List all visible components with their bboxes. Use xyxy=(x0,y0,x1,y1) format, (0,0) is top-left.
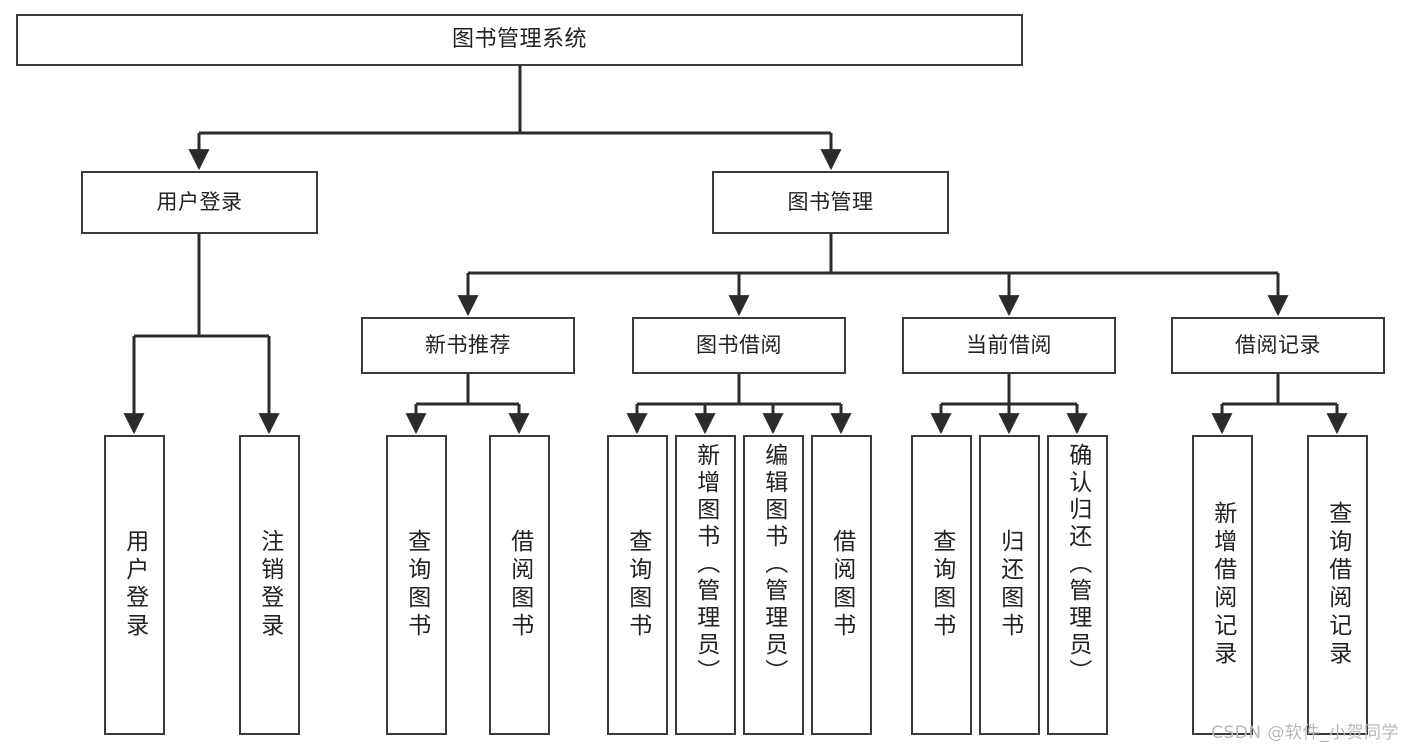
node-root[interactable]: 图书管理系统 xyxy=(16,14,1023,66)
leaf-current-return[interactable]: 归还图书 xyxy=(979,435,1040,735)
node-current-borrow-label: 当前借阅 xyxy=(966,333,1052,358)
leaf-recommend-query-label: 查询图书 xyxy=(403,529,430,641)
leaf-current-confirm-label: 确认归还（管理员） xyxy=(1064,443,1091,686)
node-root-label: 图书管理系统 xyxy=(451,27,587,53)
node-current-borrow[interactable]: 当前借阅 xyxy=(902,317,1116,374)
leaf-record-add-label: 新增借阅记录 xyxy=(1209,501,1236,669)
leaf-user-login-label: 用户登录 xyxy=(121,529,148,641)
leaf-record-query-label: 查询借阅记录 xyxy=(1324,501,1351,669)
leaf-current-return-label: 归还图书 xyxy=(996,529,1023,641)
leaf-record-query[interactable]: 查询借阅记录 xyxy=(1307,435,1368,735)
leaf-user-login[interactable]: 用户登录 xyxy=(104,435,165,735)
node-user-login[interactable]: 用户登录 xyxy=(81,171,318,234)
leaf-borrow-lend-label: 借阅图书 xyxy=(828,529,855,641)
node-new-book-recommend[interactable]: 新书推荐 xyxy=(361,317,575,374)
node-user-login-label: 用户登录 xyxy=(156,190,243,215)
leaf-borrow-query-label: 查询图书 xyxy=(624,529,651,641)
node-borrow-record-label: 借阅记录 xyxy=(1235,333,1321,358)
leaf-logout[interactable]: 注销登录 xyxy=(239,435,300,735)
leaf-borrow-query[interactable]: 查询图书 xyxy=(607,435,668,735)
node-borrow-record[interactable]: 借阅记录 xyxy=(1171,317,1385,374)
leaf-borrow-edit[interactable]: 编辑图书（管理员） xyxy=(743,435,804,735)
leaf-logout-label: 注销登录 xyxy=(256,529,283,641)
leaf-borrow-add[interactable]: 新增图书（管理员） xyxy=(675,435,736,735)
leaf-recommend-borrow-label: 借阅图书 xyxy=(506,529,533,641)
leaf-current-query[interactable]: 查询图书 xyxy=(911,435,972,735)
node-book-borrow[interactable]: 图书借阅 xyxy=(632,317,846,374)
node-book-manage-label: 图书管理 xyxy=(787,190,874,215)
node-new-book-recommend-label: 新书推荐 xyxy=(425,333,511,358)
leaf-borrow-lend[interactable]: 借阅图书 xyxy=(811,435,872,735)
leaf-borrow-add-label: 新增图书（管理员） xyxy=(692,443,719,686)
node-book-borrow-label: 图书借阅 xyxy=(696,333,782,358)
node-book-manage[interactable]: 图书管理 xyxy=(712,171,949,234)
leaf-current-query-label: 查询图书 xyxy=(928,529,955,641)
leaf-record-add[interactable]: 新增借阅记录 xyxy=(1192,435,1253,735)
leaf-recommend-borrow[interactable]: 借阅图书 xyxy=(489,435,550,735)
leaf-recommend-query[interactable]: 查询图书 xyxy=(386,435,447,735)
leaf-borrow-edit-label: 编辑图书（管理员） xyxy=(760,443,787,686)
leaf-current-confirm[interactable]: 确认归还（管理员） xyxy=(1047,435,1108,735)
